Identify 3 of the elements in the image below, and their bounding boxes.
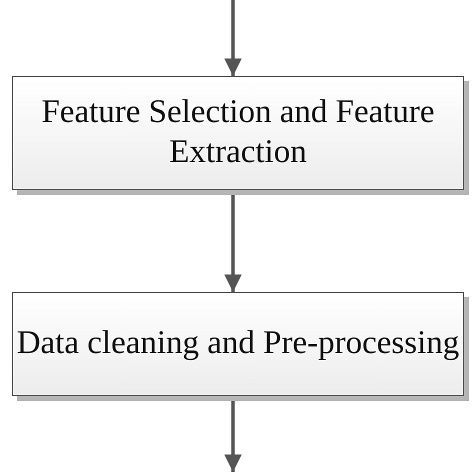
- box-label: Data cleaning and Pre-processing: [16, 324, 460, 364]
- arrow: [224, 0, 242, 76]
- box-label: Feature Selection and Feature Extraction: [40, 93, 436, 172]
